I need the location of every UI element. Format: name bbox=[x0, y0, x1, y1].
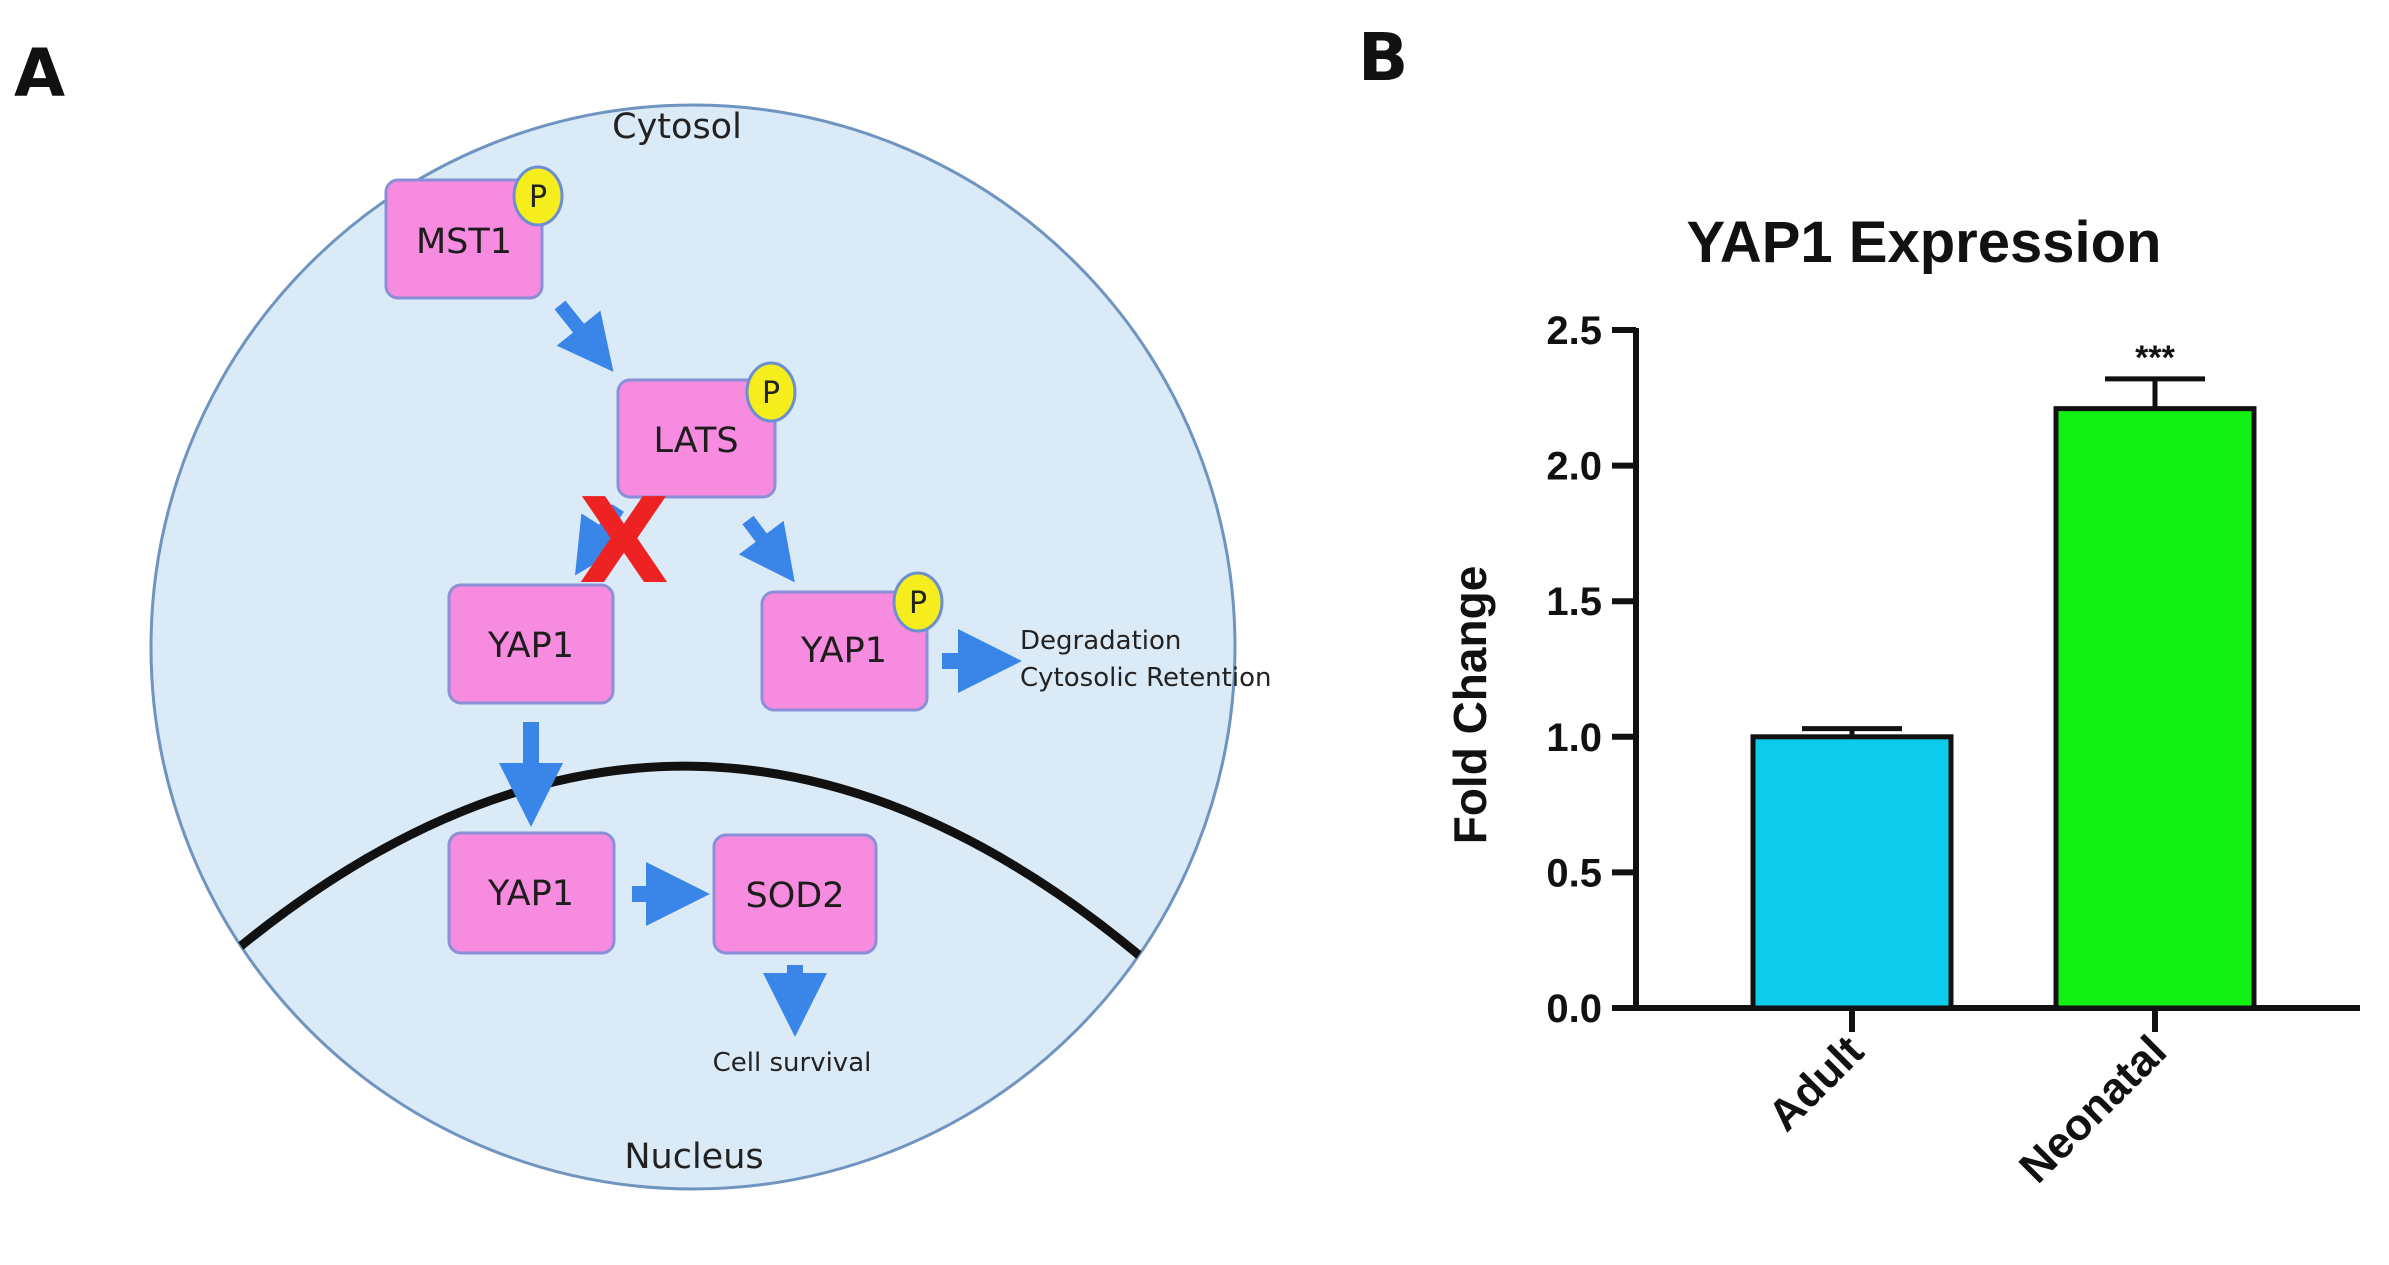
yap1-phospho-node: YAP1 P bbox=[760, 571, 944, 712]
bar-adult bbox=[1750, 734, 1954, 1011]
arrow-mst1-to-lats bbox=[554, 300, 614, 372]
y-tick-label: 1.5 bbox=[1546, 580, 1602, 624]
svg-text:P: P bbox=[909, 586, 927, 621]
x-tick-label-neonatal: Neonatal bbox=[2010, 1026, 2176, 1192]
cell-circle bbox=[149, 103, 1237, 1191]
arrow-lats-to-yap1-blocked bbox=[574, 504, 629, 576]
arrow-lats-to-yap1-phospho bbox=[738, 515, 795, 583]
degradation-label: Degradation bbox=[1020, 626, 1181, 656]
nuclear-membrane bbox=[215, 761, 1171, 984]
y-tick-label: 2.0 bbox=[1546, 445, 1602, 489]
mst1-phospho-badge: P bbox=[512, 165, 564, 227]
cytosol-label: Cytosol bbox=[612, 107, 742, 147]
mst1-label: MST1 bbox=[416, 222, 512, 262]
yap1-left-label: YAP1 bbox=[487, 626, 574, 666]
x-tick-label-adult: Adult bbox=[1759, 1026, 1873, 1140]
panel-a-label: A bbox=[14, 35, 65, 112]
yap1-nuclear-label: YAP1 bbox=[487, 874, 574, 914]
y-tick-label: 2.5 bbox=[1546, 309, 1602, 353]
svg-text:P: P bbox=[529, 180, 547, 215]
yap1-nuclear-node: YAP1 bbox=[447, 831, 616, 955]
panel-b: B YAP1 Expression Fold Change 0.0 0.5 1.0 1… bbox=[1358, 19, 2360, 1192]
lats-label: LATS bbox=[653, 421, 738, 461]
y-tick-label: 1.0 bbox=[1546, 716, 1602, 760]
y-tick-label: 0.5 bbox=[1546, 851, 1602, 895]
panel-b-label: B bbox=[1358, 19, 1408, 96]
yap1-phospho-label: YAP1 bbox=[800, 631, 887, 671]
chart-bars: *** bbox=[1750, 339, 2257, 1011]
lats-phospho-badge: P bbox=[745, 361, 797, 423]
sod2-node: SOD2 bbox=[712, 833, 878, 955]
mst1-node: MST1 P bbox=[384, 165, 564, 300]
sod2-label: SOD2 bbox=[746, 876, 845, 916]
retention-label: Cytosolic Retention bbox=[1020, 663, 1271, 693]
bar-neonatal bbox=[2053, 406, 2257, 1011]
yap1-left-node: YAP1 bbox=[447, 583, 615, 705]
chart-title: YAP1 Expression bbox=[1687, 210, 2162, 275]
y-axis-label: Fold Change bbox=[1444, 566, 1496, 845]
y-tick-label: 0.0 bbox=[1546, 987, 1602, 1031]
lats-node: LATS P bbox=[616, 361, 797, 499]
significance-label: *** bbox=[2135, 339, 2175, 377]
panel-a: A Cytosol Nucleus MST1 P LATS P YAP bbox=[14, 35, 1271, 1191]
yap1-phospho-badge: P bbox=[892, 571, 944, 633]
cell-survival-label: Cell survival bbox=[713, 1048, 872, 1078]
inhibition-mark: X bbox=[579, 472, 670, 610]
svg-text:P: P bbox=[762, 376, 780, 411]
nucleus-label: Nucleus bbox=[624, 1137, 763, 1177]
